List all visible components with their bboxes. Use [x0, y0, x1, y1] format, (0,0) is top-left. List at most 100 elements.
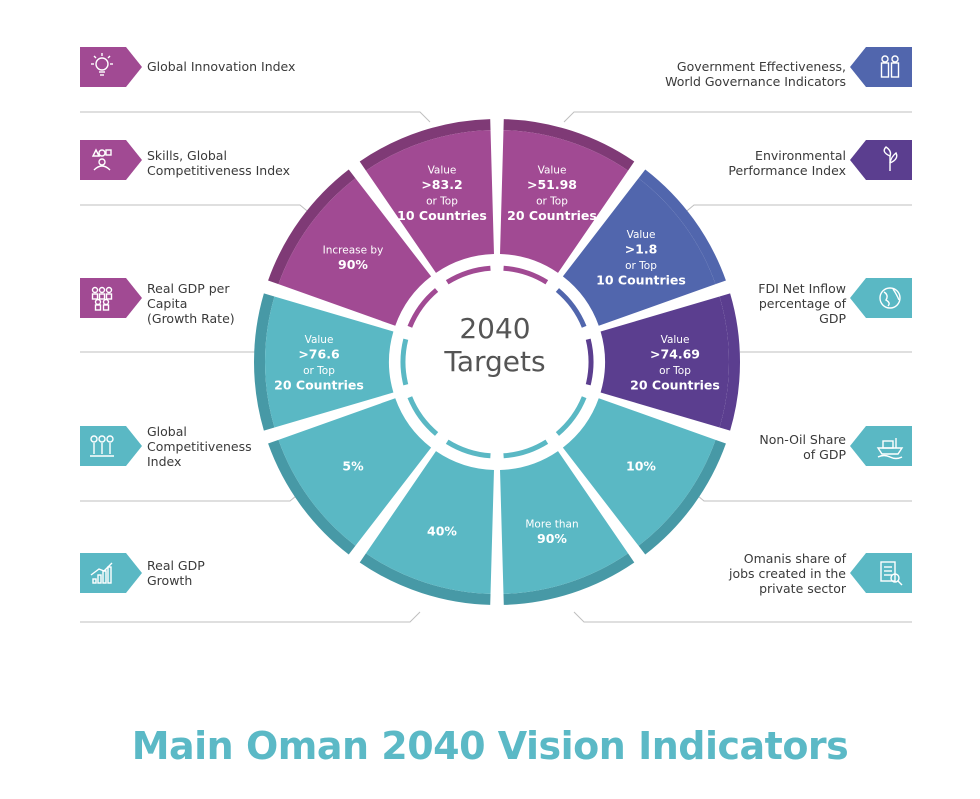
- segment-rim: [268, 439, 356, 555]
- segment-value-text: 10 Countries: [397, 208, 487, 223]
- team-icon: [90, 435, 114, 457]
- inner-arc: [400, 338, 409, 386]
- segment-rim: [359, 119, 491, 171]
- people-group-icon: [91, 286, 113, 311]
- segment-value-text: Value: [305, 334, 334, 346]
- badge-team: [80, 426, 142, 466]
- segment-value-text: 20 Countries: [630, 377, 720, 392]
- segment-value-text: >1.8: [625, 242, 658, 257]
- segment-fdi-net-inflow: 10%: [562, 398, 726, 555]
- connector-line: [80, 204, 313, 216]
- skills-icon: [91, 148, 112, 171]
- segment-value-text: >83.2: [421, 177, 462, 192]
- inner-ring: [400, 265, 594, 459]
- segment-value-text: Value: [661, 334, 690, 346]
- center-year: 2040: [459, 312, 531, 345]
- inner-arc: [407, 288, 439, 328]
- indicator-badges: [80, 47, 912, 593]
- segment-rim: [503, 553, 635, 605]
- connector-line: [681, 204, 912, 216]
- segment-body: [365, 130, 494, 273]
- segment-value-text: Increase by: [323, 245, 384, 257]
- segment-value-text: Value: [428, 164, 457, 176]
- segment-value-text: 20 Countries: [274, 377, 364, 392]
- segment-value-text: or Top: [303, 365, 335, 377]
- segment-body: [278, 398, 432, 546]
- segment-value-text: >76.6: [298, 346, 340, 361]
- plant-icon: [883, 146, 898, 171]
- segment-omanis-share-jobs: 40%: [359, 451, 494, 605]
- segment-value-text: 10 Countries: [596, 273, 686, 288]
- inner-arc: [445, 265, 491, 285]
- segment-value-text: >74.69: [650, 346, 700, 361]
- page-title: Main Oman 2040 Vision Indicators: [131, 724, 849, 768]
- globe-icon: [879, 287, 901, 309]
- badge-growth-chart: [80, 553, 142, 593]
- segment-rim: [638, 439, 726, 555]
- badge-shape: [850, 140, 912, 180]
- left-indicator-label: Global Competitiveness Index: [147, 424, 252, 469]
- segment-body: [365, 451, 494, 594]
- segment-body: [600, 296, 729, 428]
- segment-rim: [359, 553, 491, 605]
- left-indicator-label: Global Innovation Index: [147, 59, 296, 74]
- officials-icon: [880, 55, 900, 78]
- badge-shape: [80, 47, 142, 87]
- badge-job-document: [850, 553, 912, 593]
- left-indicator-label: Skills, Global Competitiveness Index: [147, 148, 291, 178]
- badge-officials: [850, 47, 912, 87]
- segment-value-text: >51.98: [527, 177, 577, 192]
- badge-globe: [850, 278, 912, 318]
- connector-line: [573, 611, 912, 623]
- segment-value-text: or Top: [659, 365, 691, 377]
- segment-value-text: Value: [627, 229, 656, 241]
- badge-shape: [80, 140, 142, 180]
- segment-real-gdp-growth: 5%: [268, 398, 432, 555]
- badge-shape: [850, 278, 912, 318]
- center-targets: Targets: [444, 345, 546, 378]
- segment-rim: [503, 119, 635, 171]
- segment-value-text: 90%: [338, 257, 368, 272]
- badge-ship: [850, 426, 912, 466]
- job-document-icon: [880, 561, 903, 586]
- right-indicator-label: Government Effectiveness, World Governan…: [665, 59, 846, 89]
- right-indicator-label: Environmental Performance Index: [728, 148, 846, 178]
- lightbulb-icon: [91, 53, 113, 76]
- right-indicator-label: Omanis share of jobs created in the priv…: [728, 551, 846, 596]
- segment-value-text: 40%: [427, 523, 457, 538]
- left-indicator-label: Real GDP per Capita (Growth Rate): [147, 281, 235, 326]
- inner-arc: [407, 396, 439, 436]
- right-indicator-label: FDI Net Inflow percentage of GDP: [758, 281, 846, 326]
- segment-body: [562, 178, 716, 326]
- segment-rim: [254, 293, 275, 431]
- segment-body: [278, 178, 432, 326]
- inner-arc: [503, 439, 549, 459]
- segment-rim: [268, 169, 356, 285]
- segment-rim: [719, 293, 741, 431]
- segment-rim: [638, 169, 726, 285]
- left-indicator-label: Real GDP Growth: [147, 558, 205, 588]
- right-indicator-label: Non-Oil Share of GDP: [759, 432, 846, 462]
- segment-value-text: 20 Countries: [507, 208, 597, 223]
- segment-value-text: 10%: [626, 459, 656, 474]
- segment-body: [500, 451, 629, 594]
- badge-people-group: [80, 278, 142, 318]
- segment-value-text: or Top: [625, 260, 657, 272]
- connector-line: [80, 611, 421, 623]
- badge-shape: [850, 426, 912, 466]
- ship-icon: [876, 438, 904, 460]
- badge-skills: [80, 140, 142, 180]
- segment-body: [500, 130, 629, 273]
- segment-value-text: or Top: [536, 195, 568, 207]
- segment-value-text: 90%: [537, 531, 567, 546]
- connector-line: [563, 111, 912, 123]
